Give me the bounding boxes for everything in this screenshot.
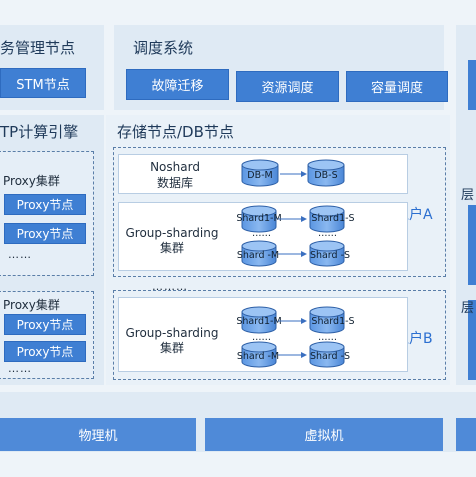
right-partial-panel — [456, 25, 476, 385]
proxy-node-a2[interactable]: Proxy节点 — [4, 223, 86, 244]
gs-b-more-left: …… — [252, 332, 271, 343]
shard-b2-master-label: Shard -M — [237, 351, 279, 362]
proxy-a-more: …… — [8, 248, 32, 261]
group-sharding-a-label-2: 集群 — [159, 241, 184, 255]
right-partial-label-1: 层 — [461, 188, 475, 203]
right-partial-label-2: 层 — [461, 301, 475, 316]
capacity-schedule-button[interactable]: 容量调度 — [346, 71, 448, 102]
schedule-title: 调度系统 — [133, 39, 194, 57]
tenant-b-area — [113, 290, 446, 380]
shard-a1-master-label: Shard1-M — [236, 213, 281, 224]
shard-a2-slave-cylinder: Shard -S — [309, 240, 350, 267]
group-sharding-a-label-1: Group-sharding — [125, 226, 219, 240]
shard-a2-master-label: Shard -M — [237, 250, 279, 261]
storage-title: 存储节点/DB节点 — [117, 123, 234, 141]
proxy-node-b1[interactable]: Proxy节点 — [4, 314, 86, 335]
tenant-a-area — [113, 147, 446, 277]
db-s-label: DB-S — [314, 170, 337, 181]
shard-b2-master-cylinder: Shard -M — [237, 341, 279, 368]
gs-a-more-right: …… — [318, 228, 337, 239]
right-partial-strip-3 — [468, 300, 476, 380]
noshard-label-1: Noshard — [150, 160, 200, 174]
shard-b1-slave-label: Shard1-S — [311, 316, 354, 327]
proxy-cluster-a-label: Proxy集群 — [3, 174, 60, 188]
db-s-cylinder: DB-S — [307, 159, 345, 187]
shard-a1-slave-label: Shard1-S — [311, 213, 354, 224]
proxy-cluster-b — [0, 291, 94, 379]
db-m-label: DB-M — [247, 170, 272, 181]
shard-a1-master-cylinder: Shard1-M — [236, 205, 282, 233]
shard-b1-master-cylinder: Shard1-M — [236, 306, 282, 334]
resource-schedule-button[interactable]: 资源调度 — [236, 71, 339, 102]
physical-machine-button[interactable]: 物理机 — [0, 418, 196, 451]
shard-a2-slave-label: Shard -S — [310, 250, 350, 261]
proxy-cluster-b-label: Proxy集群 — [3, 298, 60, 312]
right-partial-bottom — [456, 418, 476, 451]
gs-a-more-left: …… — [252, 228, 271, 239]
shard-b2-slave-cylinder: Shard -S — [309, 341, 350, 368]
shard-a1-slave-cylinder: Shard1-S — [309, 205, 355, 233]
between-tenants-dots: ……… — [152, 280, 188, 293]
virtual-machine-button[interactable]: 虚拟机 — [205, 418, 443, 451]
shard-b1-master-label: Shard1-M — [236, 316, 281, 327]
shard-b2-slave-label: Shard -S — [310, 351, 350, 362]
db-m-cylinder: DB-M — [241, 159, 279, 187]
right-partial-strip — [468, 60, 476, 110]
shard-a2-master-cylinder: Shard -M — [237, 240, 279, 267]
management-title: 务管理节点 — [0, 39, 76, 57]
group-sharding-b-label-2: 集群 — [159, 341, 184, 355]
proxy-node-a1[interactable]: Proxy节点 — [4, 194, 86, 215]
shard-b1-slave-cylinder: Shard1-S — [309, 306, 355, 334]
noshard-label-2: 数据库 — [156, 176, 193, 190]
group-sharding-b-label-1: Group-sharding — [125, 326, 219, 340]
compute-title: TP计算引擎 — [0, 123, 79, 141]
failover-button[interactable]: 故障迁移 — [126, 69, 229, 100]
right-partial-strip-2 — [468, 205, 476, 285]
gs-b-more-right: …… — [318, 332, 337, 343]
group-sharding-a-box — [118, 202, 408, 271]
proxy-node-b2[interactable]: Proxy节点 — [4, 341, 86, 362]
proxy-b-more: …… — [8, 362, 32, 375]
stm-node-button[interactable]: STM节点 — [0, 68, 86, 98]
